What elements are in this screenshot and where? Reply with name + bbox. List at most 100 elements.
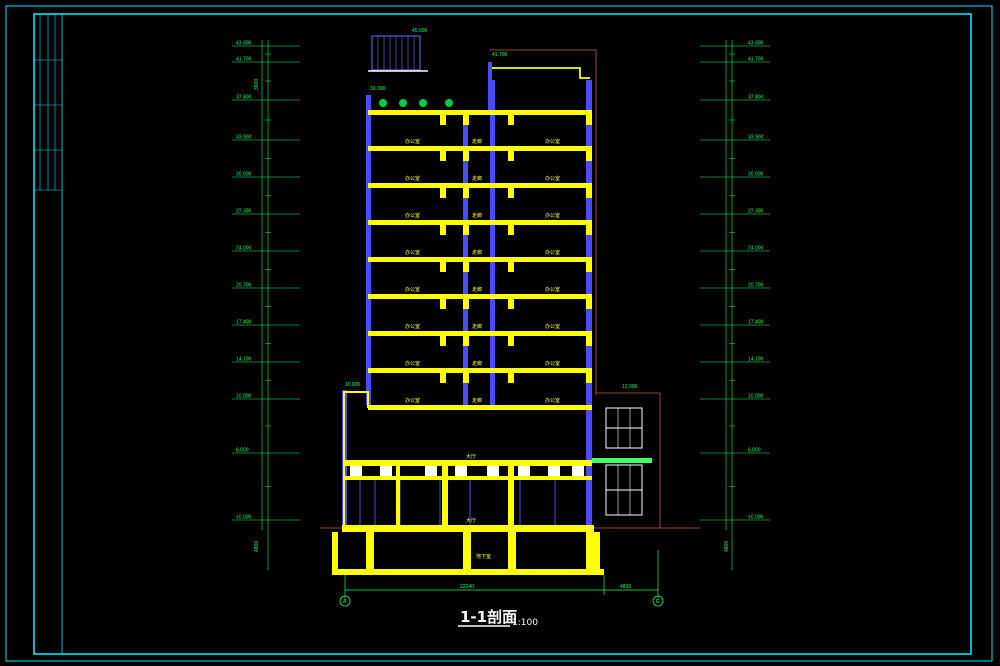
elevation-label: 30.600 <box>236 172 252 178</box>
column-head <box>463 299 469 309</box>
corridor-label: 走廊 <box>472 175 482 182</box>
column-head <box>508 373 514 383</box>
right-dimension-column: 43.800 41.700 37.800 33.900 30.600 27.300 24.0… <box>700 40 770 570</box>
elevation-label: 30.600 <box>748 172 764 178</box>
corridor-label: 走廊 <box>472 397 482 404</box>
room-label: 办公室 <box>405 138 420 145</box>
corridor-label: 走廊 <box>472 212 482 219</box>
elevation-label: 20.700 <box>748 283 764 289</box>
room-label: 办公室 <box>405 360 420 367</box>
column-head <box>440 225 446 235</box>
title-strip <box>34 14 62 191</box>
column-head <box>586 336 592 346</box>
room-label: 办公室 <box>545 286 560 293</box>
upper-roof <box>488 62 590 110</box>
column-head <box>508 336 514 346</box>
column-head <box>440 188 446 198</box>
column-head <box>463 115 469 125</box>
room-label: 办公室 <box>405 323 420 330</box>
basement-label: 地下室 <box>476 553 491 560</box>
drawing-border <box>61 13 972 655</box>
elevation-label: 6.000 <box>748 448 761 454</box>
column-head <box>586 225 592 235</box>
podium-right-elevation: 12.000 <box>622 384 638 390</box>
column-head <box>508 262 514 272</box>
drawing-title: 1-1剖面 <box>460 608 517 626</box>
column-head <box>440 299 446 309</box>
room-label: 办公室 <box>545 323 560 330</box>
elevation-label: 6.000 <box>236 448 249 454</box>
floor-slabs <box>368 110 592 410</box>
elevation-label: 24.000 <box>748 246 764 252</box>
right-annex <box>592 407 652 516</box>
column-head <box>508 225 514 235</box>
elevation-label: 27.300 <box>748 209 764 215</box>
column-head <box>463 188 469 198</box>
column-head <box>463 336 469 346</box>
floor-slab <box>368 110 592 115</box>
elevation-label: 10.800 <box>748 394 764 400</box>
elevation-label: 33.900 <box>748 135 764 141</box>
elevation-label: 10.800 <box>236 394 252 400</box>
podium-left-elevation: 10.800 <box>345 382 361 388</box>
roof-frame <box>368 35 428 72</box>
elevation-label: ±0.000 <box>236 515 251 521</box>
column-head <box>508 188 514 198</box>
column-head <box>586 262 592 272</box>
elevation-label: 37.800 <box>748 95 764 101</box>
drawing-scale: 1:100 <box>512 618 538 628</box>
upper-roof-elevation: 41.700 <box>492 52 508 58</box>
outer-frame <box>5 5 993 662</box>
side-dim-text: 4800 <box>724 541 730 552</box>
axis-right-label: E <box>656 599 660 605</box>
floor-slab <box>368 294 592 299</box>
column-head <box>463 373 469 383</box>
parapet-elevation: 39.000 <box>370 86 386 92</box>
room-label: 办公室 <box>405 249 420 256</box>
elevation-label: 24.000 <box>236 246 252 252</box>
corridor-label: 走廊 <box>472 360 482 367</box>
elevation-label: 17.400 <box>236 320 252 326</box>
elevation-label: 27.300 <box>236 209 252 215</box>
corridor-label: 走廊 <box>472 138 482 145</box>
columns <box>440 115 592 383</box>
bottom-dim-right-text: 4800 <box>620 584 631 590</box>
column-head <box>463 225 469 235</box>
corridor-label: 走廊 <box>472 286 482 293</box>
floor-slab <box>368 257 592 262</box>
column-head <box>586 151 592 161</box>
column-head <box>508 151 514 161</box>
elevation-label: 41.700 <box>748 57 764 63</box>
lobby-label: 大厅 <box>466 453 476 460</box>
floor-slab <box>368 183 592 188</box>
corridor-label: 走廊 <box>472 249 482 256</box>
room-labels: 办公室走廊办公室办公室走廊办公室办公室走廊办公室办公室走廊办公室办公室走廊办公室… <box>405 138 560 404</box>
podium <box>343 391 592 528</box>
column-head <box>440 373 446 383</box>
column-head <box>440 262 446 272</box>
elevation-label: 14.100 <box>236 357 252 363</box>
room-label: 办公室 <box>545 138 560 145</box>
column-head <box>586 115 592 125</box>
axis-bubble-left: A <box>339 595 351 607</box>
room-label: 办公室 <box>545 397 560 404</box>
roof-plants <box>379 99 453 107</box>
corridor-label: 走廊 <box>472 323 482 330</box>
room-label: 办公室 <box>405 175 420 182</box>
floor-slab <box>368 220 592 225</box>
column-head <box>586 373 592 383</box>
left-dimension-column: 43.80041.70037.80033.90030.60027.30024.0… <box>232 40 300 570</box>
elevation-label: 41.700 <box>236 57 252 63</box>
room-label: 办公室 <box>405 397 420 404</box>
column-head <box>508 115 514 125</box>
basement <box>332 525 604 575</box>
elevation-label: 43.800 <box>748 41 764 47</box>
room-label: 办公室 <box>545 249 560 256</box>
axis-left-label: A <box>343 599 347 605</box>
column-head <box>586 299 592 309</box>
side-dim-text: 4800 <box>254 541 260 552</box>
bottom-dim-text: 22240 <box>460 584 474 590</box>
elevation-label: 14.100 <box>748 357 764 363</box>
elevation-label: ±0.000 <box>748 515 763 521</box>
